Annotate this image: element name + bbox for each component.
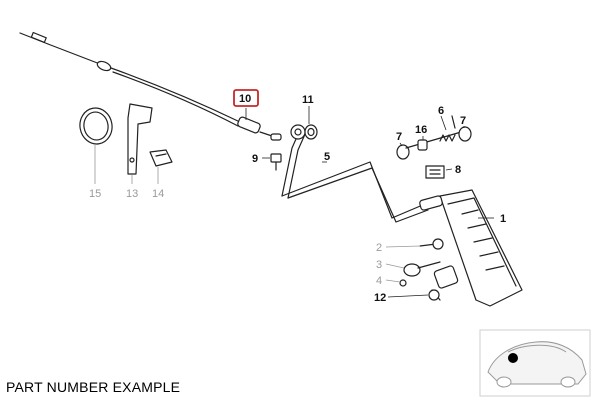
callout-1[interactable]: 1 — [500, 213, 506, 225]
pedal-stop[interactable] — [399, 238, 444, 287]
highlight-box — [233, 89, 259, 107]
kickdown-switch[interactable] — [428, 265, 459, 301]
clip[interactable] — [425, 165, 445, 179]
accelerator-pedal[interactable] — [419, 189, 523, 307]
callout-4[interactable]: 4 — [376, 275, 382, 287]
seal-ring[interactable] — [77, 105, 115, 146]
location-marker-icon — [508, 353, 518, 363]
bolt[interactable] — [270, 153, 282, 171]
retaining-clip[interactable] — [149, 149, 173, 167]
part-number-caption: PART NUMBER EXAMPLE — [6, 379, 181, 395]
callout-16[interactable]: 16 — [415, 124, 427, 136]
linkage-assembly[interactable] — [396, 115, 472, 160]
accelerator-cable[interactable] — [19, 31, 282, 141]
callout-11[interactable]: 11 — [302, 94, 314, 106]
callout-14[interactable]: 14 — [152, 188, 164, 200]
callout-10[interactable]: 10 — [239, 93, 251, 105]
callout-12[interactable]: 12 — [374, 292, 386, 304]
holder-bracket[interactable] — [127, 103, 153, 175]
callout-10-highlighted[interactable]: 10 — [233, 89, 259, 107]
callout-3[interactable]: 3 — [376, 259, 382, 271]
callout-6[interactable]: 6 — [438, 105, 444, 117]
callout-7[interactable]: 7 — [396, 131, 402, 143]
leader-lines — [94, 106, 494, 298]
callout-2[interactable]: 2 — [376, 242, 382, 254]
callout-15[interactable]: 15 — [89, 188, 101, 200]
callout-9[interactable]: 9 — [252, 153, 258, 165]
callout-8[interactable]: 8 — [455, 164, 461, 176]
accelerator-rod[interactable] — [281, 124, 429, 223]
callout-5[interactable]: 5 — [324, 151, 330, 163]
callout-13[interactable]: 13 — [126, 188, 138, 200]
vehicle-location-thumbnail[interactable] — [479, 329, 591, 397]
callout-7-secondary[interactable]: 7 — [460, 115, 466, 127]
bushing[interactable] — [304, 124, 318, 140]
